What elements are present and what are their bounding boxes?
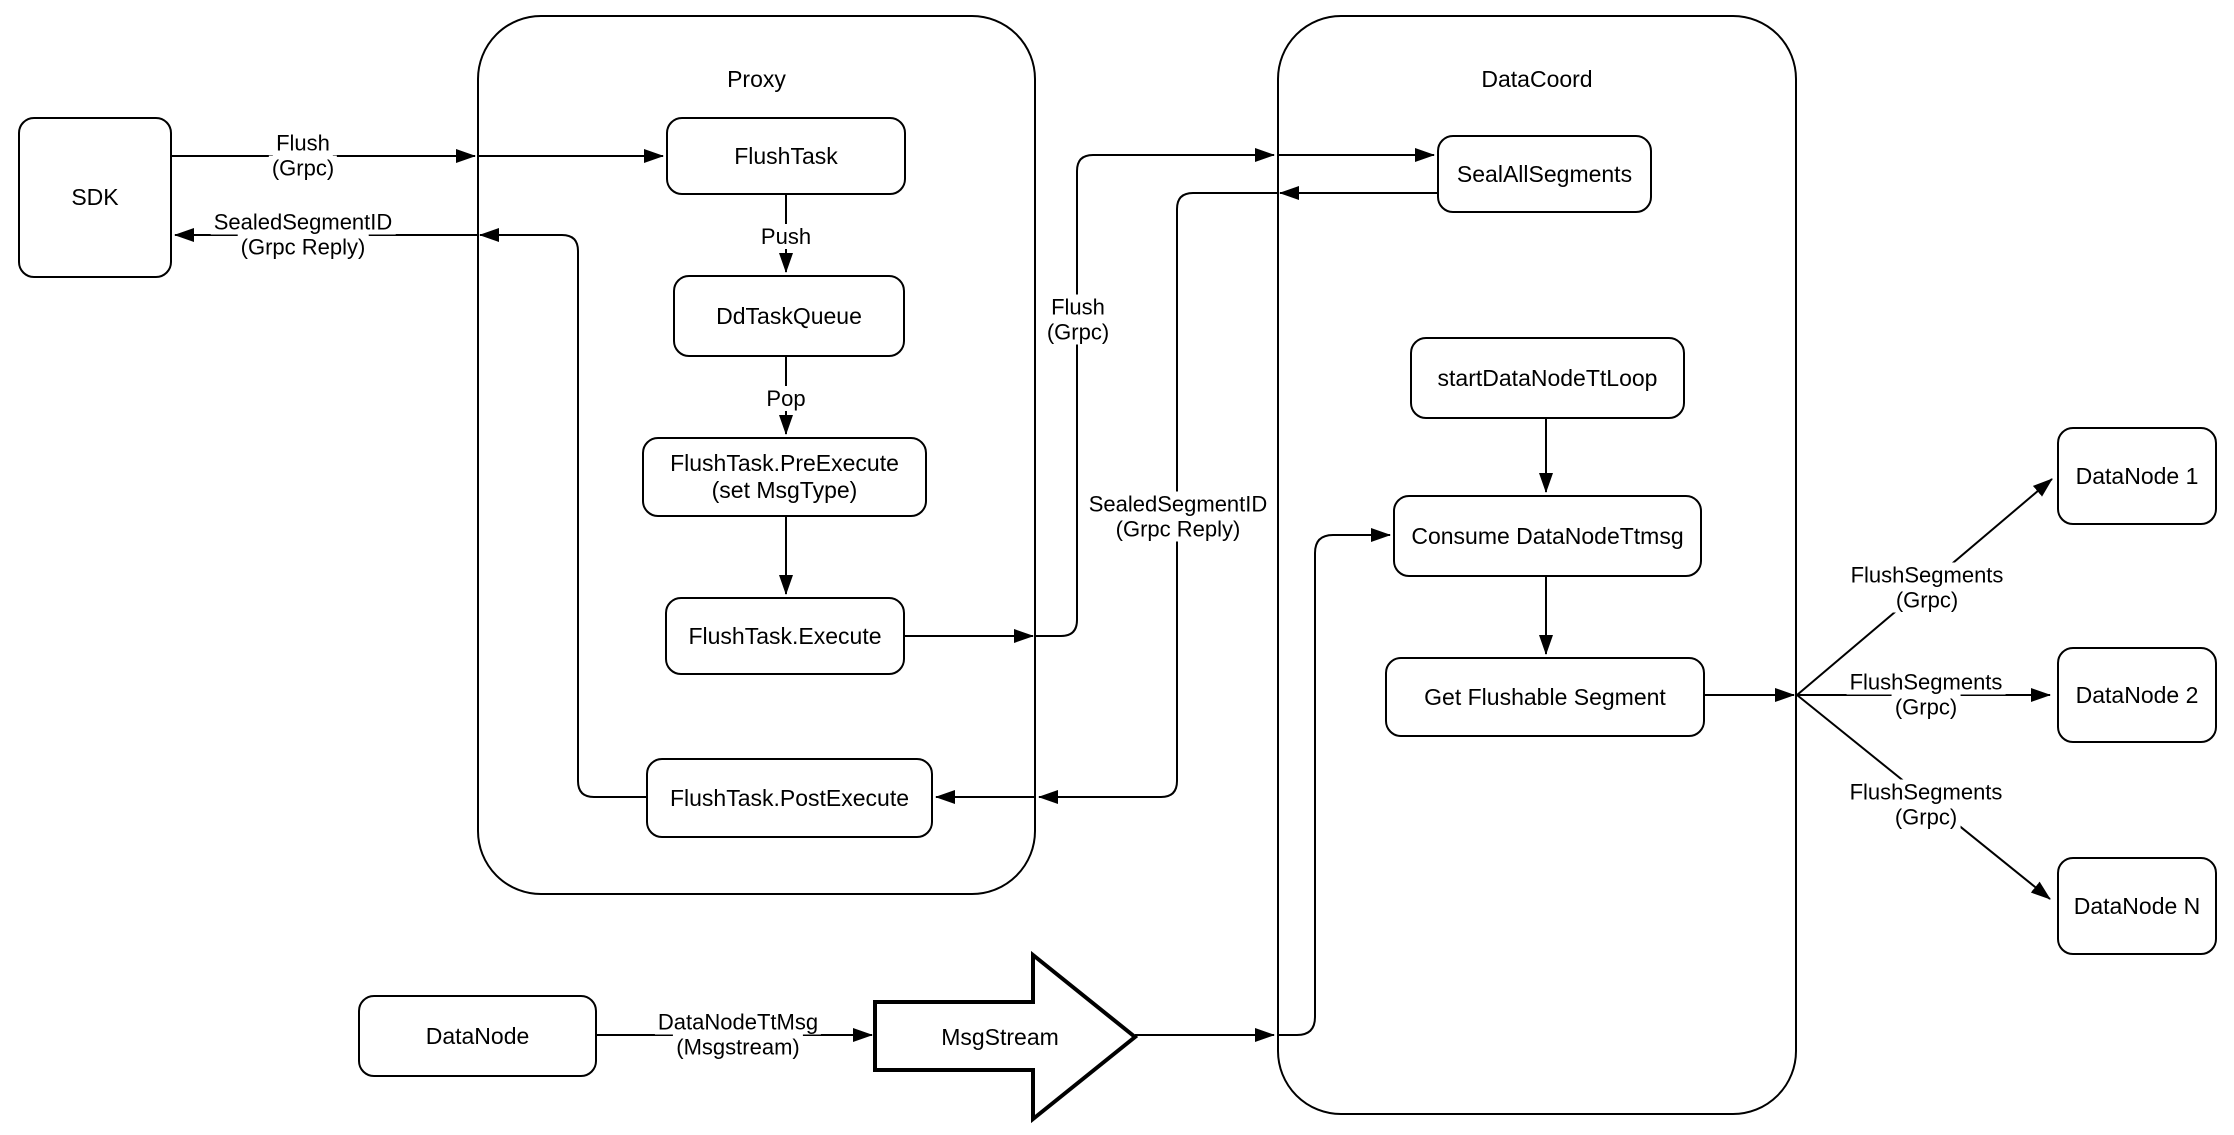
datacoord-container [1277,15,1797,1115]
node-flushtask-postexecute-label: FlushTask.PostExecute [669,784,910,811]
msgstream-block-arrow [873,950,1139,1124]
node-datanode-bottom-label: DataNode [425,1022,530,1049]
node-datanode-n: DataNode N [2057,857,2217,955]
edge-label-flushsegments-1: FlushSegments (Grpc) [1847,562,2007,615]
node-startdatanodettloop: startDataNodeTtLoop [1410,337,1685,419]
node-flushtask-execute-label: FlushTask.Execute [688,622,882,649]
node-sdk-label: SDK [71,184,119,210]
node-datanode-n-label: DataNode N [2073,892,2201,919]
msgstream-label: MsgStream [941,1024,1059,1050]
edge-label-flush-grpc-sdk: Flush (Grpc) [268,130,338,183]
node-consume-datanodettmsg: Consume DataNodeTtmsg [1393,495,1702,577]
node-datanode-1: DataNode 1 [2057,427,2217,525]
edge-label-push: Push [757,223,815,251]
proxy-container [477,15,1036,895]
edge-label-datanodettmsg: DataNodeTtMsg (Msgstream) [654,1009,822,1062]
edge-label-flushsegments-2: FlushSegments (Grpc) [1846,669,2006,722]
edge-msgstream-routed-up [1277,528,1391,1036]
node-sealallsegments: SealAllSegments [1437,135,1652,213]
edge-label-flushsegments-3: FlushSegments (Grpc) [1846,779,2006,832]
node-flushtask-preexecute-label: FlushTask.PreExecute (set MsgType) [670,450,899,503]
node-startdatanodettloop-label: startDataNodeTtLoop [1437,364,1658,391]
edge-flush-routed-up [1036,148,1275,637]
node-datanode-2-label: DataNode 2 [2075,681,2199,708]
node-flushtask-label: FlushTask [734,142,838,169]
node-flushtask-preexecute: FlushTask.PreExecute (set MsgType) [642,437,927,517]
node-consume-datanodettmsg-label: Consume DataNodeTtmsg [1411,522,1684,549]
node-flushtask: FlushTask [666,117,906,195]
edge-label-sealedsegmentid-sdk: SealedSegmentID (Grpc Reply) [210,209,396,262]
node-datanode-1-label: DataNode 1 [2075,462,2199,489]
node-flushtask-postexecute: FlushTask.PostExecute [646,758,933,838]
node-datanode-bottom: DataNode [358,995,597,1077]
node-datanode-2: DataNode 2 [2057,647,2217,743]
datacoord-container-title: DataCoord [1481,66,1593,92]
node-sdk: SDK [18,117,172,278]
edge-label-flush-grpc-mid: Flush (Grpc) [1043,294,1113,347]
node-get-flushable-segment: Get Flushable Segment [1385,657,1705,737]
edge-label-pop: Pop [763,385,809,413]
node-sealallsegments-label: SealAllSegments [1456,160,1633,187]
edge-label-sealedsegmentid-mid: SealedSegmentID (Grpc Reply) [1085,491,1271,544]
node-ddtaskqueue: DdTaskQueue [673,275,905,357]
node-ddtaskqueue-label: DdTaskQueue [716,302,862,329]
node-get-flushable-segment-label: Get Flushable Segment [1424,683,1666,710]
node-flushtask-execute: FlushTask.Execute [665,597,905,675]
proxy-container-title: Proxy [727,66,786,92]
edge-reply-routed-left [479,228,646,798]
